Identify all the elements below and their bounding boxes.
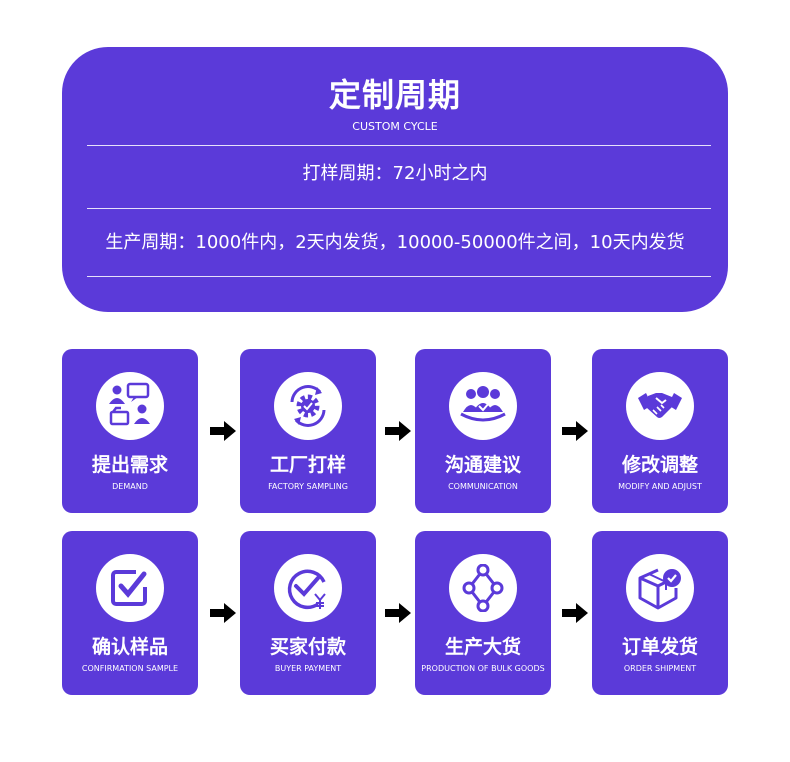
step-subtitle: BUYER PAYMENT: [274, 664, 342, 673]
step-title: 提出需求: [91, 454, 168, 476]
step-title: 修改调整: [621, 454, 698, 476]
step-subtitle: PRODUCTION OF BULK GOODS: [421, 664, 545, 673]
checkbox-icon: [111, 570, 147, 606]
icon-circle: [274, 372, 342, 440]
step-card-bulk-production: 生产大货 PRODUCTION OF BULK GOODS: [415, 531, 551, 695]
handshake-icon: [638, 393, 682, 418]
sample-cycle-text: 打样周期：72小时之内: [302, 163, 488, 184]
arrow-right-icon: [210, 603, 236, 623]
step-title: 沟通建议: [444, 454, 521, 476]
divider: [87, 276, 711, 277]
production-cycle-text: 生产周期：1000件内，2天内发货，10000-50000件之间，10天内发货: [105, 232, 685, 253]
arrow-right-icon: [385, 421, 411, 441]
gear-cycle-icon: [290, 385, 326, 427]
step-subtitle: MODIFY AND ADJUST: [618, 482, 702, 491]
step-subtitle: ORDER SHIPMENT: [623, 664, 697, 673]
icon-circle: [626, 372, 694, 440]
cycle-title: 定制周期: [328, 76, 461, 114]
step-title: 生产大货: [444, 636, 521, 658]
divider: [87, 145, 711, 146]
step-card-order-shipment: 订单发货 ORDER SHIPMENT: [592, 531, 728, 695]
icon-circle: [449, 372, 517, 440]
step-title: 买家付款: [269, 636, 346, 658]
step-card-buyer-payment: 买家付款 BUYER PAYMENT: [240, 531, 376, 695]
step-title: 订单发货: [621, 636, 698, 658]
step-subtitle: CONFIRMATION SAMPLE: [81, 664, 179, 673]
icon-circle: [626, 554, 694, 622]
cycle-subtitle: CUSTOM CYCLE: [352, 120, 438, 133]
network-nodes-icon: [462, 564, 504, 612]
step-title: 确认样品: [91, 636, 168, 658]
divider: [87, 208, 711, 209]
arrow-right-icon: [562, 421, 588, 441]
step-subtitle: DEMAND: [112, 482, 148, 491]
step-card-modify-adjust: 修改调整 MODIFY AND ADJUST: [592, 349, 728, 513]
icon-circle: [274, 554, 342, 622]
arrow-right-icon: [562, 603, 588, 623]
arrow-right-icon: [385, 603, 411, 623]
step-card-factory-sampling: 工厂打样 FACTORY SAMPLING: [240, 349, 376, 513]
yuan-check-icon: [287, 569, 326, 610]
step-subtitle: FACTORY SAMPLING: [268, 482, 348, 491]
step-title: 工厂打样: [269, 454, 346, 476]
icon-circle: [96, 554, 164, 622]
custom-cycle-panel: 定制周期 CUSTOM CYCLE 打样周期：72小时之内 生产周期：1000件…: [62, 47, 728, 312]
icon-circle: [449, 554, 517, 622]
arrow-right-icon: [210, 421, 236, 441]
step-card-communication: 沟通建议 COMMUNICATION: [415, 349, 551, 513]
step-subtitle: COMMUNICATION: [448, 482, 518, 491]
package-check-icon: [638, 568, 681, 610]
icon-circle: [96, 372, 164, 440]
step-card-confirmation-sample: 确认样品 CONFIRMATION SAMPLE: [62, 531, 198, 695]
people-chat-icon: [109, 382, 150, 426]
team-meeting-icon: [460, 386, 506, 422]
step-card-demand: 提出需求 DEMAND: [62, 349, 198, 513]
